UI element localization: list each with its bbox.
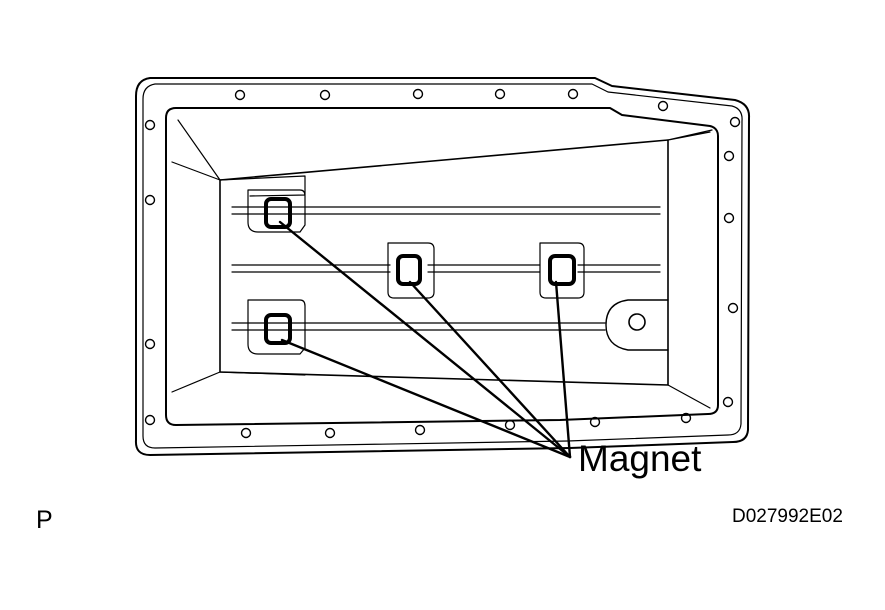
pan-flange-inner [165,107,719,426]
bolt-hole [144,194,156,206]
pan-flange-outer [134,77,751,456]
bolt-hole [324,427,336,439]
bolt-hole [234,89,246,101]
magnet-3 [548,254,576,286]
corner-mark: P [36,506,53,534]
pan-rib-lower [231,322,606,331]
bolt-hole [412,88,424,100]
magnet-2 [396,254,422,286]
bolt-hole [504,419,516,431]
pan-flange-outer-edge [142,83,743,449]
magnet-1 [264,197,292,229]
bolt-hole [727,302,739,314]
bolt-hole [414,424,426,436]
pan-rib-middle [231,264,661,273]
bolt-hole [240,427,252,439]
magnet-boss-3 [539,242,585,299]
bolt-hole [729,116,741,128]
pan-rib-upper [231,206,661,215]
drain-boss [605,299,669,351]
magnet-boss-4 [247,299,306,355]
leader-line-magnet-1 [278,220,572,459]
pan-sump-wall [219,175,306,376]
bolt-hole [144,119,156,131]
bolt-holes [144,88,741,439]
magnet-callout-label: Magnet [578,438,702,479]
magnet-boss-2 [387,242,435,299]
magnet-boss-1 [247,189,306,233]
pan-wall-lines [171,119,713,409]
bolt-hole [680,412,692,424]
figure-code: D027992E02 [732,506,843,527]
bolt-hole [589,416,601,428]
bolt-hole [657,100,669,112]
leader-line-magnet-3 [554,280,572,459]
drain-hole [628,313,646,331]
bolt-hole [319,89,331,101]
bolt-hole [567,88,579,100]
leader-line-magnet-4 [280,338,572,459]
magnet-4 [264,313,292,345]
bolt-hole [722,396,734,408]
bolt-hole [144,338,156,350]
leader-line-magnet-2 [408,280,572,459]
bolt-hole [144,414,156,426]
bolt-hole [723,150,735,162]
bolt-hole [494,88,506,100]
bolt-hole [723,212,735,224]
